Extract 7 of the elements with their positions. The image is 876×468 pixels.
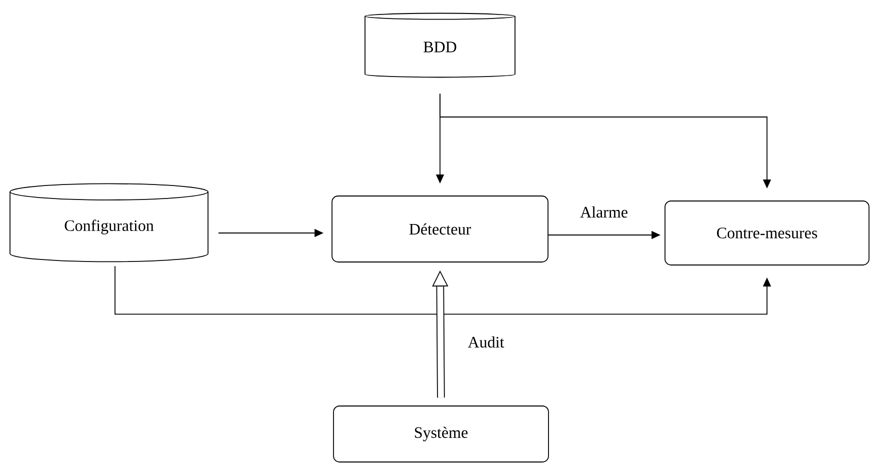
database-cylinder: Configuration <box>10 183 208 262</box>
process-box: Contre-mesures <box>664 200 870 266</box>
process-box: Détecteur <box>332 196 548 262</box>
edge-label: Alarme <box>579 205 629 219</box>
edge-label: Audit <box>466 335 506 349</box>
process-box: Système <box>333 406 549 462</box>
database-cylinder: BDD <box>364 12 516 78</box>
